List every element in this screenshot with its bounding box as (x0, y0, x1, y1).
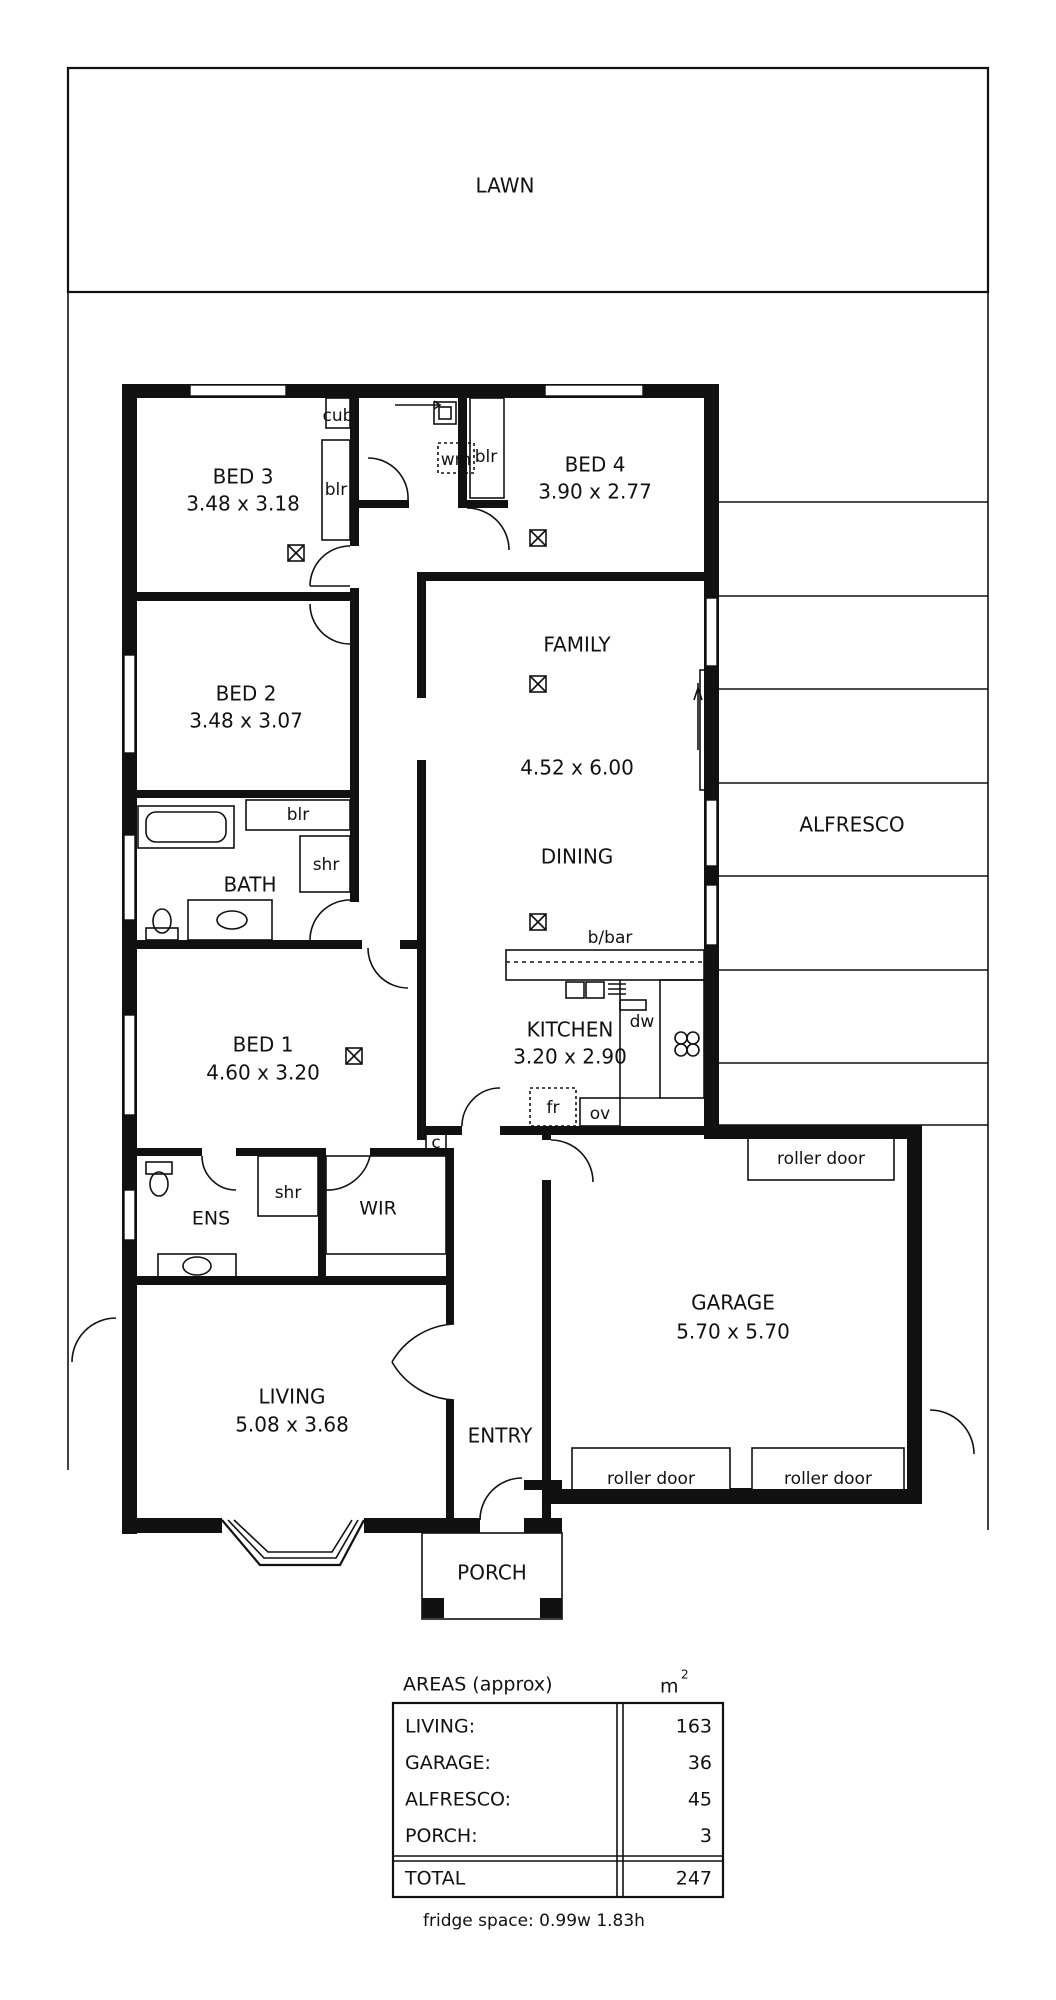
exterior-walls (122, 384, 922, 1534)
wir-name: WIR (359, 1198, 397, 1220)
entry-name: ENTRY (468, 1424, 533, 1448)
fan-icon (529, 913, 547, 931)
fan-icon (529, 675, 547, 693)
porch-label: PORCH (457, 1561, 527, 1585)
bed1-dims: 4.60 x 3.20 (206, 1061, 320, 1085)
area-row-label: PORCH: (405, 1825, 478, 1847)
fan-icon (345, 1047, 363, 1065)
living-name: LIVING (258, 1385, 325, 1409)
fan-icon (287, 544, 305, 562)
family-dims: 4.52 x 6.00 (520, 756, 634, 780)
lawn-area (66, 66, 990, 1530)
area-row-label: ALFRESCO: (405, 1789, 511, 1811)
bed4-blr-label: blr (475, 447, 498, 467)
bed3-name: BED 3 (213, 465, 274, 489)
garage-dims: 5.70 x 5.70 (676, 1320, 790, 1344)
ens-shr-label: shr (275, 1183, 302, 1203)
alfresco-pergola (718, 501, 988, 1126)
bed4-name: BED 4 (565, 453, 626, 477)
oven-label: ov (590, 1104, 610, 1124)
wm-label: wm (441, 450, 471, 470)
bath-name: BATH (223, 873, 276, 897)
areas-unit: m (660, 1676, 679, 1698)
area-row-label: GARAGE: (405, 1752, 491, 1774)
areas-total-label: TOTAL (404, 1868, 466, 1890)
lawn-label: LAWN (476, 174, 535, 198)
dining-name: DINING (541, 845, 614, 869)
ens-name: ENS (192, 1208, 230, 1230)
roller-door-right-label: roller door (784, 1469, 872, 1489)
area-row-value: 36 (688, 1752, 712, 1774)
bed4-dims: 3.90 x 2.77 (538, 480, 652, 504)
fridge-space-note: fridge space: 0.99w 1.83h (423, 1911, 645, 1931)
area-row-label: LIVING: (405, 1716, 475, 1738)
windows (123, 384, 718, 1241)
bath-blr-label: blr (287, 805, 310, 825)
fridge-label: fr (547, 1098, 560, 1118)
interior-walls (122, 398, 719, 1530)
cupboard-label: c (431, 1133, 440, 1153)
fixtures (137, 397, 905, 1504)
bed2-name: BED 2 (216, 682, 277, 706)
living-dims: 5.08 x 3.68 (235, 1413, 349, 1437)
garage-name: GARAGE (691, 1291, 775, 1315)
roller-door-left-label: roller door (607, 1469, 695, 1489)
bath-shr-label: shr (313, 855, 340, 875)
bed2-dims: 3.48 x 3.07 (189, 709, 303, 733)
kitchen-dims: 3.20 x 2.90 (513, 1045, 627, 1069)
areas-unit-sup: 2 (681, 1668, 689, 1682)
cub-label: cub (323, 406, 354, 426)
bed3-blr-label: blr (325, 480, 348, 500)
kitchen-name: KITCHEN (527, 1018, 614, 1042)
porch-structure (421, 1532, 563, 1620)
area-row-value: 3 (700, 1825, 712, 1847)
family-name: FAMILY (543, 633, 611, 657)
alfresco-label: ALFRESCO (799, 813, 904, 837)
fan-markers (287, 529, 547, 1065)
bay-window (221, 1519, 365, 1567)
areas-title: AREAS (approx) (403, 1674, 553, 1696)
dw-label: dw (630, 1012, 655, 1032)
area-row-value: 45 (688, 1789, 712, 1811)
bbar-label: b/bar (588, 928, 633, 948)
roller-door-top-label: roller door (777, 1149, 865, 1169)
bed3-dims: 3.48 x 3.18 (186, 492, 300, 516)
fan-icon (529, 529, 547, 547)
areas-total-value: 247 (676, 1868, 712, 1890)
bed1-name: BED 1 (233, 1033, 294, 1057)
labels: LAWN ALFRESCO PORCH BED 3 3.48 x 3.18 BE… (186, 174, 904, 1585)
area-row-value: 163 (676, 1716, 712, 1738)
doors (71, 400, 975, 1521)
